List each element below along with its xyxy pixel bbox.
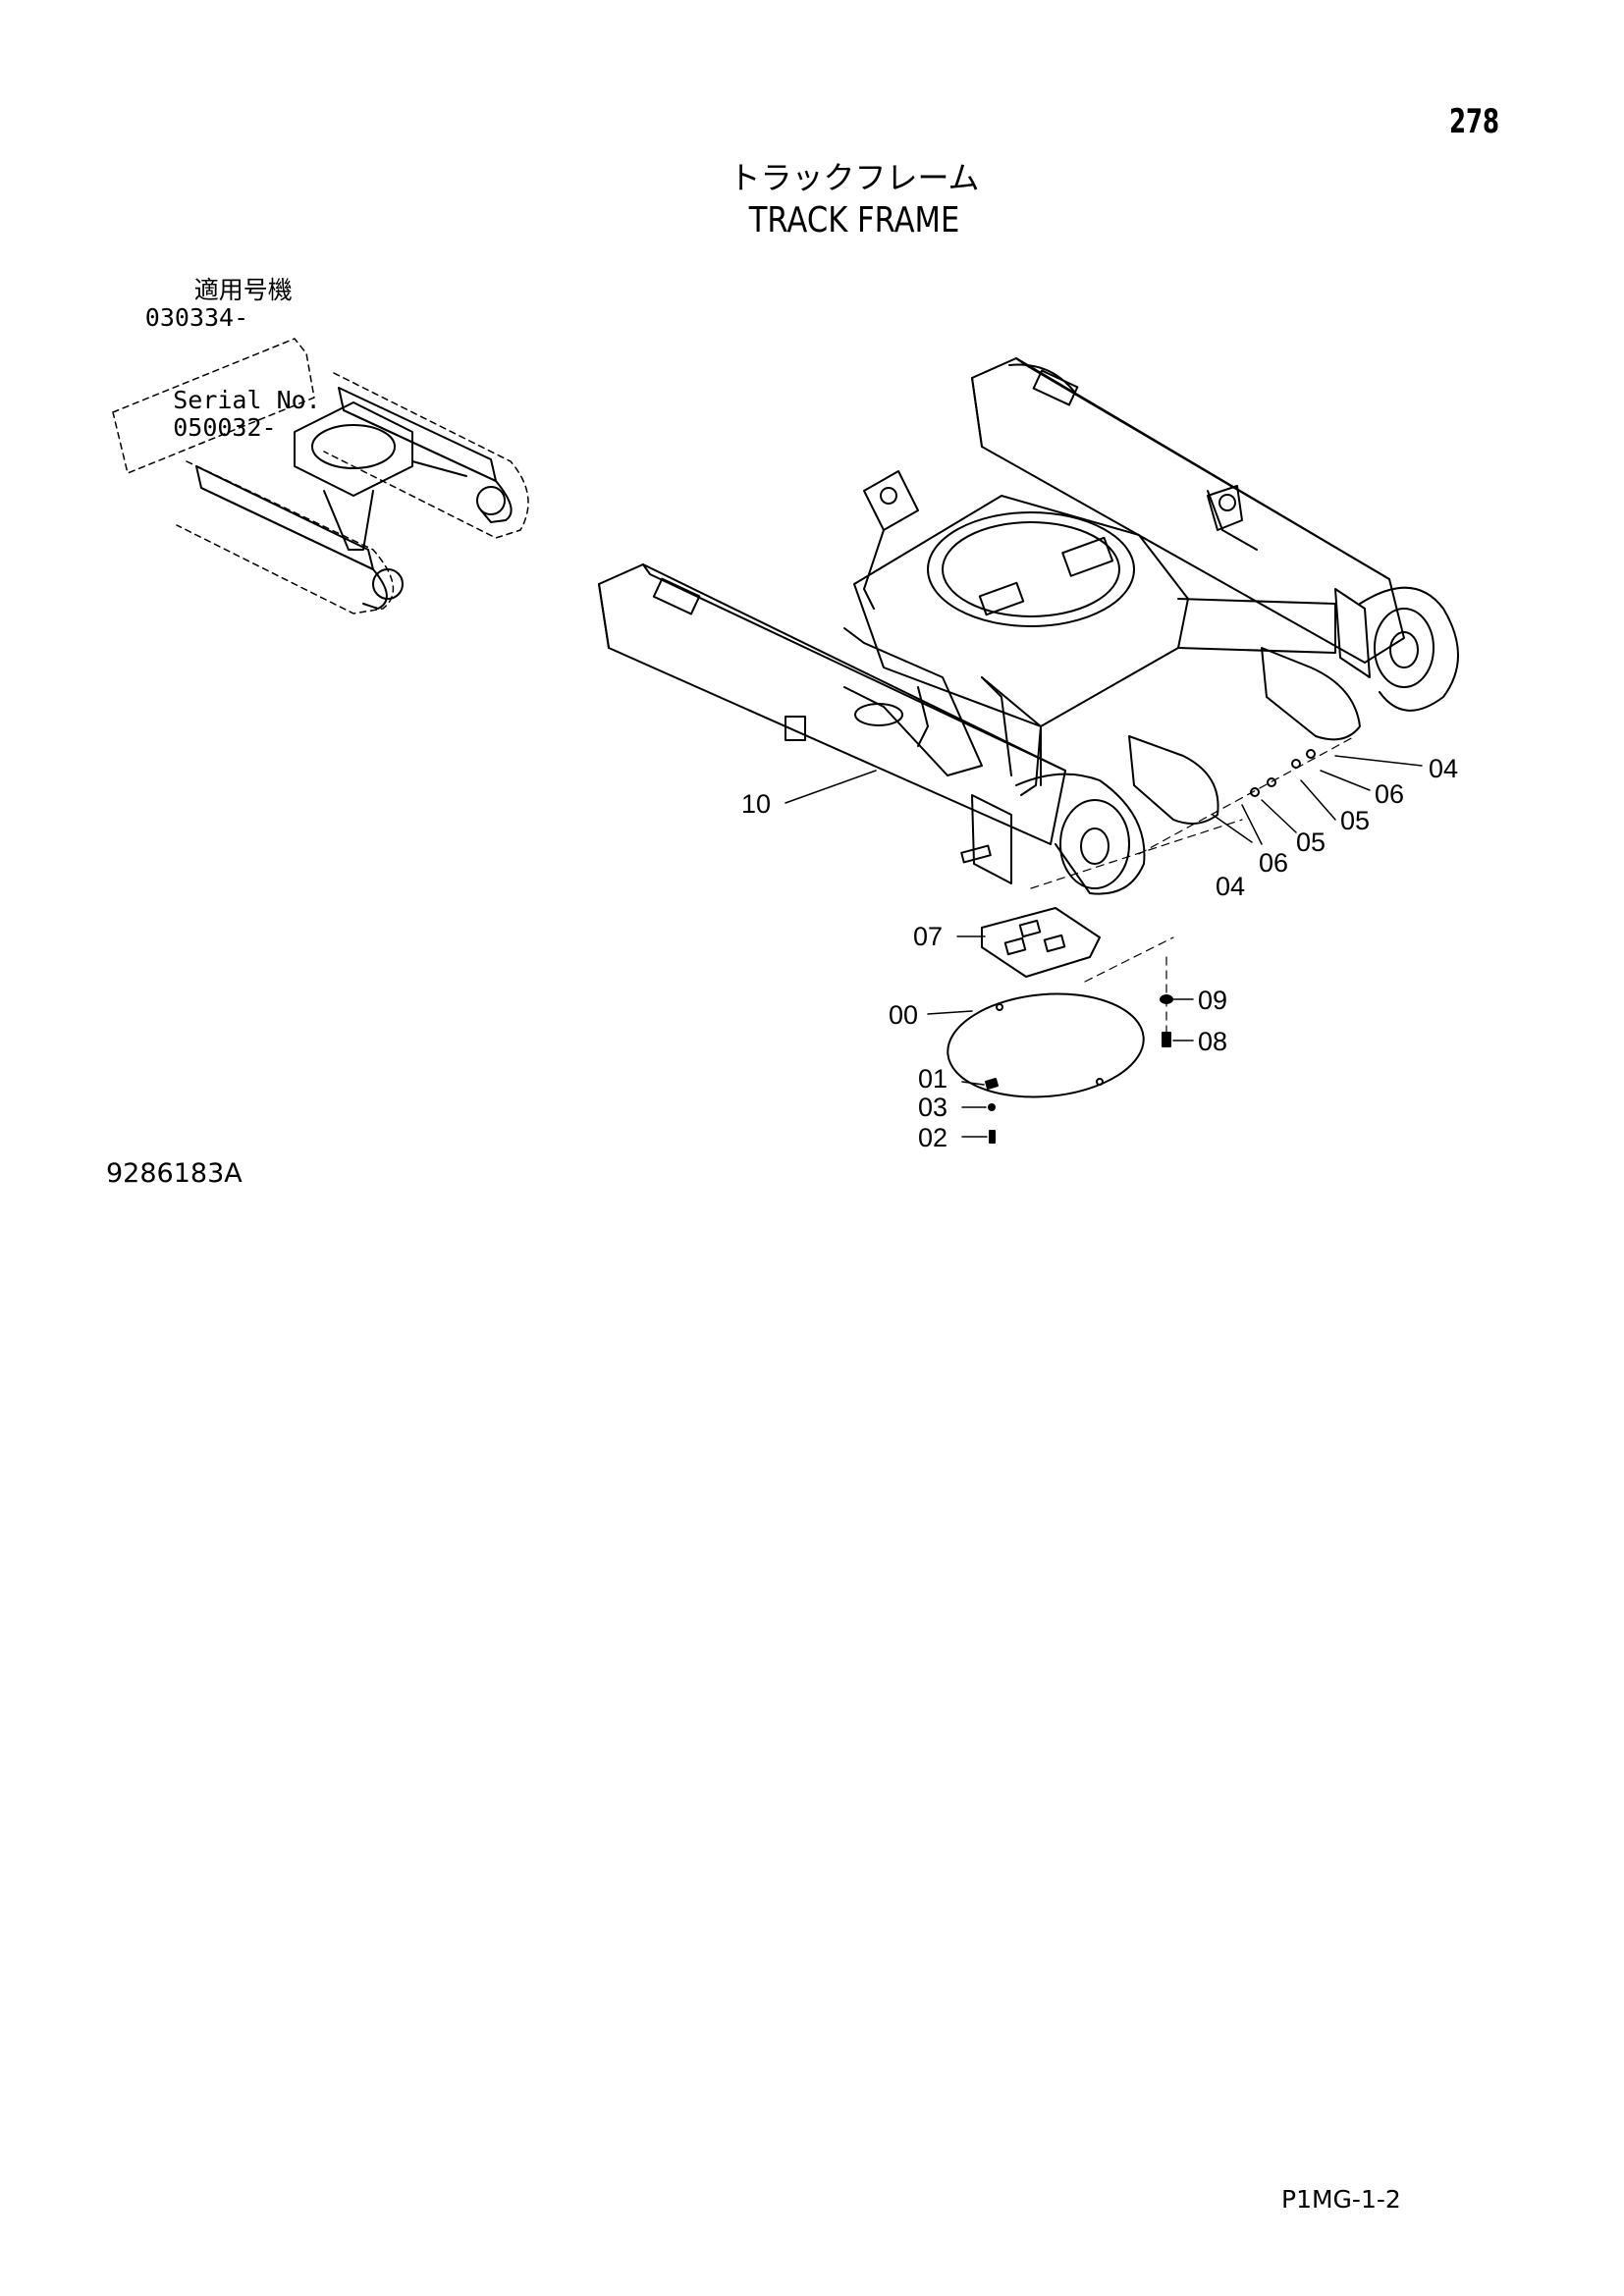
callout-01: 01 bbox=[918, 1064, 947, 1094]
track-frame-main bbox=[598, 357, 1459, 895]
callout-05a: 05 bbox=[1340, 806, 1370, 835]
callout-03: 03 bbox=[918, 1093, 947, 1122]
hardware-05-06 bbox=[1030, 735, 1356, 889]
title-english: TRACK FRAME bbox=[748, 200, 960, 240]
callout-09: 09 bbox=[1198, 986, 1227, 1015]
serial-label-jp: 適用号機 bbox=[193, 276, 293, 304]
callout-04b: 04 bbox=[1216, 872, 1245, 901]
overview-thumbnail bbox=[112, 338, 529, 614]
page-number: 278 bbox=[1449, 102, 1500, 141]
plate-07 bbox=[981, 907, 1174, 983]
callout-04a: 04 bbox=[1429, 754, 1458, 783]
callout-00: 00 bbox=[889, 1000, 918, 1030]
callout-06a: 06 bbox=[1375, 779, 1404, 809]
callout-labels: 10 04 06 05 04 06 05 07 00 09 08 01 03 0… bbox=[741, 754, 1458, 1152]
cover-plates-04 bbox=[1128, 647, 1361, 825]
callout-08: 08 bbox=[1198, 1027, 1227, 1056]
drawing-number: 9286183A bbox=[106, 1158, 243, 1189]
serial-row-jp: 適用号機 030334- bbox=[114, 249, 320, 359]
serial-value-jp: 030334- bbox=[144, 303, 249, 332]
callout-06b: 06 bbox=[1259, 848, 1288, 878]
bolt-washer-08-09 bbox=[1160, 956, 1173, 1047]
title-japanese: トラックフレーム bbox=[729, 159, 980, 196]
serial-value-en: 050032- bbox=[173, 413, 277, 442]
callout-02: 02 bbox=[918, 1123, 947, 1152]
callout-07: 07 bbox=[913, 922, 943, 951]
leader-lines bbox=[785, 755, 1423, 1138]
callout-05b: 05 bbox=[1296, 828, 1326, 857]
serial-applicability: 適用号機 030334- Serial No. 050032- bbox=[114, 249, 321, 469]
callout-10: 10 bbox=[741, 789, 771, 819]
cover-00 bbox=[947, 992, 1145, 1098]
small-parts-01-02-03 bbox=[985, 1078, 999, 1144]
page-code: P1MG-1-2 bbox=[1281, 2185, 1401, 2214]
